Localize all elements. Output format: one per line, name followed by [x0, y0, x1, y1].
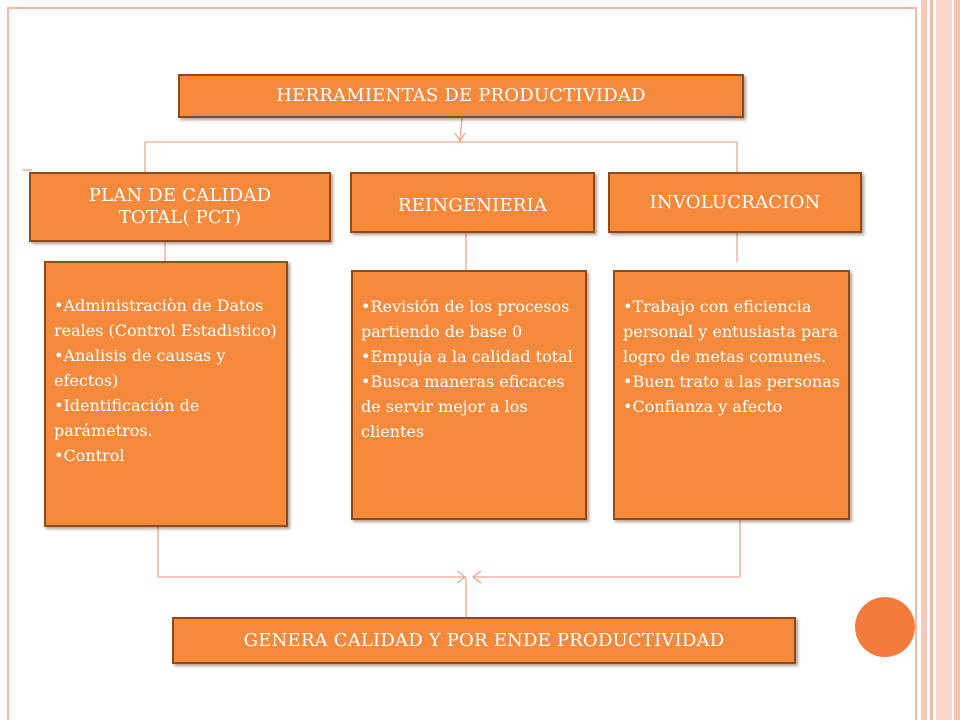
column-header-reingenieria: REINGENIERIA: [350, 172, 595, 233]
bottom-result-box: GENERA CALIDAD Y POR ENDE PRODUCTIVIDAD: [172, 617, 796, 664]
top-title: HERRAMIENTAS DE PRODUCTIVIDAD: [276, 85, 646, 106]
list-item: Analisis de causas y efectos): [54, 343, 280, 393]
arrowhead-title: [454, 132, 466, 143]
column-list-plan-calidad: Administraciòn de Datos reales (Control …: [44, 261, 288, 527]
list-item: Confianza y afecto: [623, 394, 842, 419]
top-title-box: HERRAMIENTAS DE PRODUCTIVIDAD: [178, 74, 744, 118]
right-stripe-2: [930, 0, 933, 720]
column-list-reingenieria: Revisión de los procesos partiendo de ba…: [351, 270, 587, 520]
right-stripe-3: [936, 0, 952, 720]
column-header-plan-calidad: PLAN DE CALIDAD TOTAL( PCT): [29, 172, 331, 242]
list-item: Administraciòn de Datos reales (Control …: [54, 293, 280, 343]
arrowhead-right: [471, 570, 482, 584]
arrowhead-left: [456, 570, 467, 584]
accent-circle: [855, 597, 915, 657]
list-item: Trabajo con eficiencia personal y entusi…: [623, 294, 842, 369]
slide-frame: [7, 7, 917, 720]
list-item: Busca maneras eficaces de servir mejor a…: [361, 369, 579, 444]
column-header-involucracion: INVOLUCRACION: [608, 172, 862, 233]
column-header-label: REINGENIERIA: [397, 194, 548, 216]
list-item: Empuja a la calidad total: [361, 344, 579, 369]
list-item: Identificación de parámetros.: [54, 393, 280, 443]
right-stripe-4: [954, 0, 960, 720]
column-list-involucracion: Trabajo con eficiencia personal y entusi…: [613, 270, 850, 520]
list-item: Revisión de los procesos partiendo de ba…: [361, 294, 579, 344]
right-stripe-1: [921, 0, 927, 720]
list-item: Buen trato a las personas: [623, 369, 842, 394]
column-header-label: PLAN DE CALIDAD TOTAL( PCT): [88, 185, 272, 228]
bottom-result-title: GENERA CALIDAD Y POR ENDE PRODUCTIVIDAD: [243, 629, 725, 651]
connector-title-down: [459, 116, 463, 141]
column-header-label: INVOLUCRACION: [649, 192, 821, 213]
list-item: Control: [54, 443, 280, 468]
